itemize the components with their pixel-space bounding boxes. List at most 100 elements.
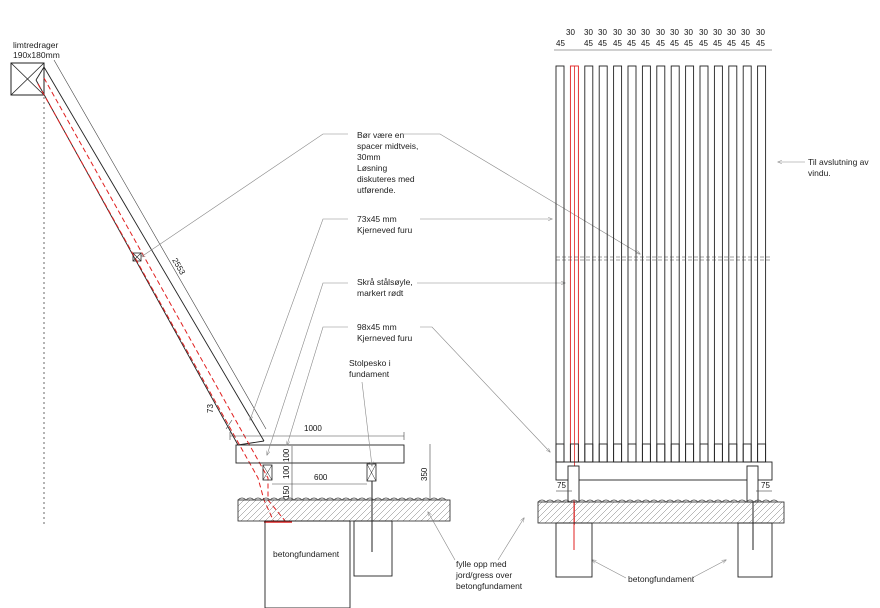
svg-text:jord/gress over: jord/gress over [455,570,512,580]
foundation-left-b [353,520,393,577]
slat [584,65,594,463]
bench-beam [235,444,405,464]
dim-75-right: 75 [761,481,770,490]
slat [685,65,695,463]
slat [641,65,651,463]
dim-top-label: 30 [598,28,607,37]
dim-bottom-label: 45 [713,39,722,48]
slat-base [584,443,594,463]
slat [613,65,623,463]
ground-right [537,499,785,524]
note-slat-98: 98x45 mm Kjerneved furu [287,322,550,452]
slat-base [598,443,608,463]
side-view: limtredrager 190x180mm 2553 73 [10,40,451,608]
dim-bottom-label: 45 [670,39,679,48]
slat [728,65,738,463]
note-stolpesko: Stolpesko i fundament [349,358,391,466]
slat-base [757,443,767,463]
dim-bottom-label: 45 [727,39,736,48]
post-left [567,465,580,503]
svg-text:Kjerneved furu: Kjerneved furu [357,333,413,343]
slat [598,65,608,463]
slat [656,65,666,463]
svg-text:98x45 mm: 98x45 mm [357,322,397,332]
slat-base [641,443,651,463]
slat-base [728,443,738,463]
dim-bottom-label: 45 [656,39,665,48]
svg-text:Bør være en: Bør være en [357,130,405,140]
dim-bottom-label: 45 [598,39,607,48]
slat-base [685,443,695,463]
slat [627,65,637,463]
slat-base [627,443,637,463]
dim-top-label: 30 [684,28,693,37]
dim-75-left: 75 [557,481,566,490]
note-spacer: Bør være en spacer midtveis, 30mm Løsnin… [141,130,640,257]
slat-base [555,443,565,463]
steel-post [37,77,292,523]
bottom-rail [555,461,773,481]
svg-text:markert rødt: markert rødt [357,288,404,298]
dim-bottom-label: 45 [584,39,593,48]
dim-bottom-label: 45 [627,39,636,48]
slat-base [670,443,680,463]
dim-bottom-label: 45 [741,39,750,48]
slat-base [742,443,752,463]
foundation-label-left: betongfundament [273,549,340,559]
slat-base [699,443,709,463]
diagonal-slat [35,66,265,446]
slat [757,65,767,463]
note-steel: Skrå stålsøyle, markert rødt [267,277,565,455]
beam-label: limtredrager [13,40,59,50]
slat [555,65,565,463]
note-fill: fylle opp med jord/gress over betongfund… [428,512,524,591]
ground-left [237,497,451,522]
slat-base [713,443,723,463]
slat [742,65,752,463]
svg-text:vindu.: vindu. [808,168,831,178]
dim-top-label: 30 [641,28,650,37]
foundation-right-b [737,522,773,578]
note-window: Til avslutning av vindu. [778,157,869,178]
dim-150: 150 [282,485,291,499]
dim-top-label: 30 [584,28,593,37]
dim-1000: 1000 [304,424,322,433]
svg-text:betongfundament: betongfundament [456,581,523,591]
slat-base [613,443,623,463]
svg-text:Kjerneved furu: Kjerneved furu [357,225,413,235]
dim-top-label: 30 [656,28,665,37]
svg-text:Løsning: Løsning [357,163,388,173]
dim-600: 600 [314,473,328,482]
dim-bottom-label: 45 [613,39,622,48]
foundation-left-a [264,520,351,608]
dim-top-label: 30 [566,28,575,37]
dim-100-mid: 100 [282,465,291,479]
slat [670,65,680,463]
svg-text:30mm: 30mm [357,152,381,162]
svg-text:betongfundament: betongfundament [628,574,695,584]
svg-text:utførende.: utførende. [357,185,396,195]
notes: Bør være en spacer midtveis, 30mm Løsnin… [141,130,869,591]
slat-base [656,443,666,463]
dim-100-top: 100 [282,448,291,462]
dim-top-label: 30 [756,28,765,37]
note-foundation-right: betongfundament [592,560,726,584]
front-bottom-dims: 45 45 45 45 45 45 45 45 45 45 45 45 45 45 [556,39,765,48]
dim-top-label: 30 [713,28,722,37]
svg-text:diskuteres med: diskuteres med [357,174,415,184]
svg-text:Til avslutning av: Til avslutning av [808,157,869,167]
dim-bottom-label: 45 [641,39,650,48]
dim-top-label: 30 [613,28,622,37]
note-slat-73: 73x45 mm Kjerneved furu [250,214,552,420]
dim-bottom-label: 45 [756,39,765,48]
dim-73: 73 [206,404,215,413]
dim-bottom-label: 45 [684,39,693,48]
svg-text:fundament: fundament [349,369,390,379]
glulam-beam-section [10,62,45,96]
svg-text:spacer midtveis,: spacer midtveis, [357,141,418,151]
dim-bottom-label: 45 [556,39,565,48]
dim-bottom-label: 45 [699,39,708,48]
svg-text:Stolpesko i: Stolpesko i [349,358,391,368]
